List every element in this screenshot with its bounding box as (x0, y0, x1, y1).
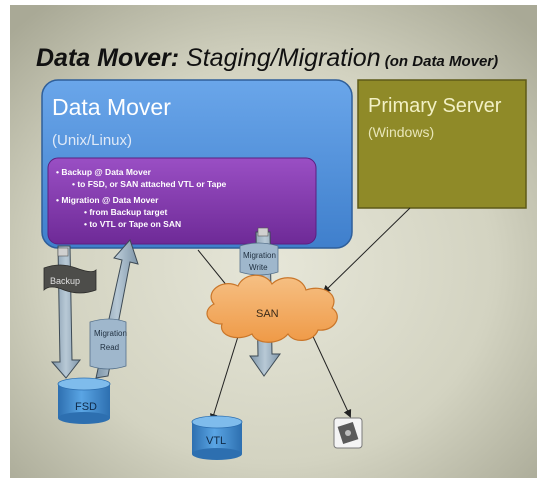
migration-read-flag: Migration Read (89, 318, 127, 370)
info-box (47, 157, 317, 245)
fsd-label: FSD (75, 401, 97, 413)
primary-server-title: Primary Server (368, 95, 502, 117)
data-mover-title: Data Mover (52, 94, 171, 120)
backup-label: Backup (50, 276, 80, 286)
primary-server-os: (Windows) (368, 124, 434, 140)
vtl-label: VTL (206, 435, 226, 447)
primary-server-box (357, 79, 527, 209)
backup-target: • to FSD, or SAN attached VTL or Tape (72, 179, 227, 189)
slide-title: Data Mover: Staging/Migration (on Data M… (36, 44, 498, 72)
migration-write-flag: Migration Write (239, 242, 279, 276)
san-to-vtl-line (209, 329, 241, 422)
backup-flag: Backup (43, 264, 97, 294)
san-to-tape-line (309, 329, 352, 418)
fsd-storage: FSD (57, 377, 111, 424)
migration-heading: • Migration @ Data Mover (56, 195, 159, 205)
migration-write-label-2: Write (249, 263, 268, 272)
san-label: SAN (256, 308, 279, 320)
primary-server-to-san-line (322, 207, 411, 294)
migration-from: • from Backup target (84, 207, 167, 217)
tape-drive-icon (333, 417, 363, 449)
data-mover-os: (Unix/Linux) (52, 132, 132, 149)
migration-read-label-2: Read (100, 343, 119, 352)
vtl-storage: VTL (191, 415, 243, 460)
migration-write-label-1: Migration (243, 251, 276, 260)
migration-to: • to VTL or Tape on SAN (84, 219, 181, 229)
migration-read-label-1: Migration (94, 329, 127, 338)
san-cloud: SAN (206, 274, 338, 343)
backup-heading: • Backup @ Data Mover (56, 167, 152, 177)
